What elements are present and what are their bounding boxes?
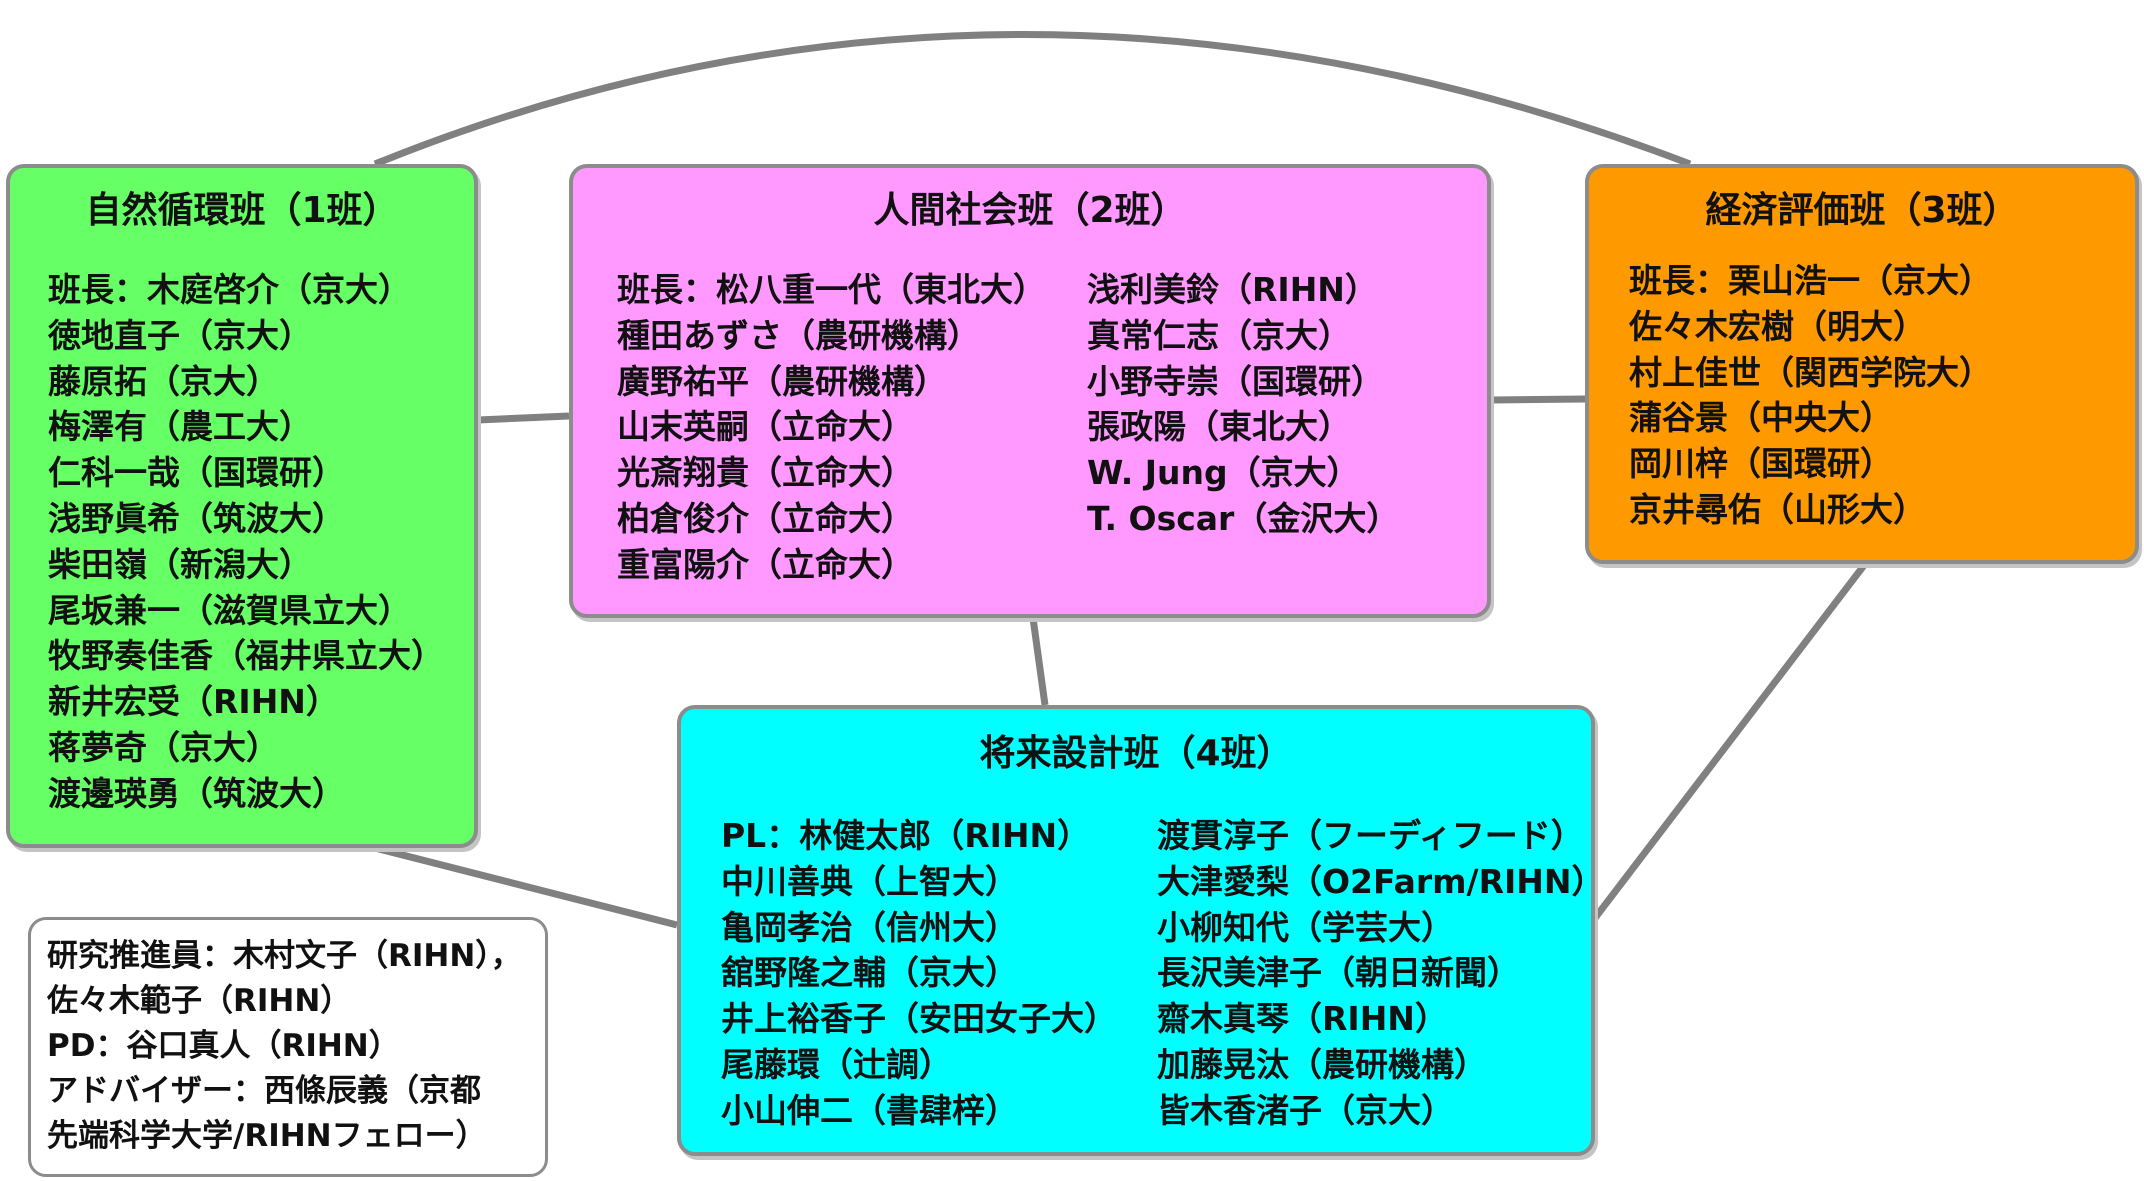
member-name: 長沢美津子（朝日新聞）: [1157, 953, 1520, 993]
group-box-human-society: 人間社会班（2班） 班長：松八重一代（東北大） 種田あずさ（農研機構） 廣野祐平…: [569, 164, 1491, 618]
member-list: 渡貫淳子（フーディフード） 大津愛梨（O2Farm/RIHN） 小柳知代（学芸大…: [1157, 813, 1605, 1134]
member-name: 小柳知代（学芸大）: [1157, 907, 1454, 947]
group-box-economic-evaluation: 経済評価班（3班） 班長：栗山浩一（京大） 佐々木宏樹（明大） 村上佳世（関西学…: [1585, 164, 2139, 564]
connector-1-3: [373, 31, 1692, 168]
member-name: 徳地直子（京大）: [48, 315, 312, 355]
member-name: W. Jung（京大）: [1087, 453, 1360, 493]
member-name: 柏倉俊介（立命大）: [617, 498, 914, 538]
member-name: 皆木香渚子（京大）: [1157, 1090, 1454, 1130]
member-name: 渡邊瑛勇（筑波大）: [48, 773, 345, 813]
member-name: 佐々木宏樹（明大）: [1629, 306, 1926, 346]
member-name: 浅野眞希（筑波大）: [48, 498, 345, 538]
member-list: 浅利美鈴（RIHN） 真常仁志（京大） 小野寺崇（国環研） 張政陽（東北大） W…: [1087, 267, 1399, 542]
connector-1-4: [374, 844, 678, 929]
member-name: 新井宏受（RIHN）: [48, 682, 339, 722]
member-name: 廣野祐平（農研機構）: [617, 361, 947, 401]
member-name: 渡貫淳子（フーディフード）: [1157, 816, 1584, 855]
member-name: 加藤晃汰（農研機構）: [1157, 1044, 1487, 1084]
member-name: 岡川梓（国環研）: [1629, 444, 1893, 484]
member-name: 大津愛梨（O2Farm/RIHN）: [1157, 861, 1605, 901]
member-name: 齋木真琴（RIHN）: [1157, 999, 1448, 1039]
member-name: 京井尋佑（山形大）: [1629, 489, 1926, 529]
member-name: 中川善典（上智大）: [721, 861, 1018, 901]
member-name: 梅澤有（農工大）: [48, 407, 312, 447]
member-name: 舘野隆之輔（京大）: [721, 953, 1018, 993]
member-name: 山末英嗣（立命大）: [617, 407, 914, 447]
support-staff-note: 研究推進員：木村文子（RIHN）， 佐々木範子（RIHN） PD：谷口真人（RI…: [28, 917, 548, 1177]
member-name: 浅利美鈴（RIHN）: [1087, 270, 1378, 309]
member-list: 班長：木庭啓介（京大） 徳地直子（京大） 藤原拓（京大） 梅澤有（農工大） 仁科…: [48, 267, 444, 817]
member-name: 班長：松八重一代（東北大）: [617, 270, 1046, 309]
member-name: 仁科一哉（国環研）: [48, 453, 345, 493]
note-line: 佐々木範子（RIHN）: [47, 983, 352, 1019]
connector-3-4: [1592, 561, 1868, 921]
member-list: 班長：松八重一代（東北大） 種田あずさ（農研機構） 廣野祐平（農研機構） 山末英…: [617, 267, 1046, 588]
group-title: 経済評価班（3班）: [1705, 190, 2019, 231]
member-name: 尾坂兼一（滋賀県立大）: [48, 590, 411, 630]
member-name: 小野寺崇（国環研）: [1087, 361, 1384, 401]
member-name: 小山伸二（書肆梓）: [721, 1090, 1018, 1130]
member-name: 蒲谷景（中央大）: [1629, 398, 1893, 438]
member-name: 藤原拓（京大）: [48, 361, 279, 401]
member-name: 班長：木庭啓介（京大）: [48, 270, 411, 309]
group-box-natural-cycle: 自然循環班（1班） 班長：木庭啓介（京大） 徳地直子（京大） 藤原拓（京大） 梅…: [6, 164, 478, 848]
member-name: 井上裕香子（安田女子大）: [721, 999, 1117, 1039]
connector-2-4: [1029, 617, 1049, 706]
group-title: 人間社会班（2班）: [873, 190, 1187, 231]
note-line: PD：谷口真人（RIHN）: [47, 1028, 400, 1064]
member-name: 張政陽（東北大）: [1087, 407, 1351, 447]
member-name: 蒋夢奇（京大）: [48, 727, 279, 767]
member-name: 班長：栗山浩一（京大）: [1629, 261, 1992, 300]
member-name: 尾藤環（辻調）: [721, 1044, 952, 1084]
note-line: アドバイザー：西條辰義（京都: [47, 1073, 481, 1109]
group-box-future-design: 将来設計班（4班） PL：林健太郎（RIHN） 中川善典（上智大） 亀岡孝治（信…: [677, 705, 1605, 1156]
member-name: PL：林健太郎（RIHN）: [721, 816, 1091, 855]
member-name: 重富陽介（立命大）: [617, 544, 914, 584]
note-line: 先端科学大学/RIHNフェロー）: [47, 1118, 487, 1154]
member-name: 亀岡孝治（信州大）: [721, 907, 1018, 947]
member-list: PL：林健太郎（RIHN） 中川善典（上智大） 亀岡孝治（信州大） 舘野隆之輔（…: [721, 813, 1117, 1134]
member-name: T. Oscar（金沢大）: [1087, 498, 1400, 538]
member-name: 柴田嶺（新潟大）: [48, 544, 312, 584]
connector-2-3: [1490, 395, 1586, 404]
member-list: 班長：栗山浩一（京大） 佐々木宏樹（明大） 村上佳世（関西学院大） 蒲谷景（中央…: [1629, 258, 1992, 533]
connector-1-2: [477, 412, 570, 424]
group-title: 自然循環班（1班）: [85, 190, 399, 231]
member-name: 種田あずさ（農研機構）: [617, 315, 980, 355]
member-name: 真常仁志（京大）: [1087, 315, 1351, 355]
member-name: 村上佳世（関西学院大）: [1629, 352, 1992, 392]
group-title: 将来設計班（4班）: [979, 733, 1293, 774]
member-name: 牧野奏佳香（福井県立大）: [48, 636, 444, 676]
note-lines: 研究推進員：木村文子（RIHN）， 佐々木範子（RIHN） PD：谷口真人（RI…: [47, 934, 522, 1159]
note-line: 研究推進員：木村文子（RIHN），: [47, 938, 522, 974]
member-name: 光斎翔貴（立命大）: [617, 453, 914, 493]
